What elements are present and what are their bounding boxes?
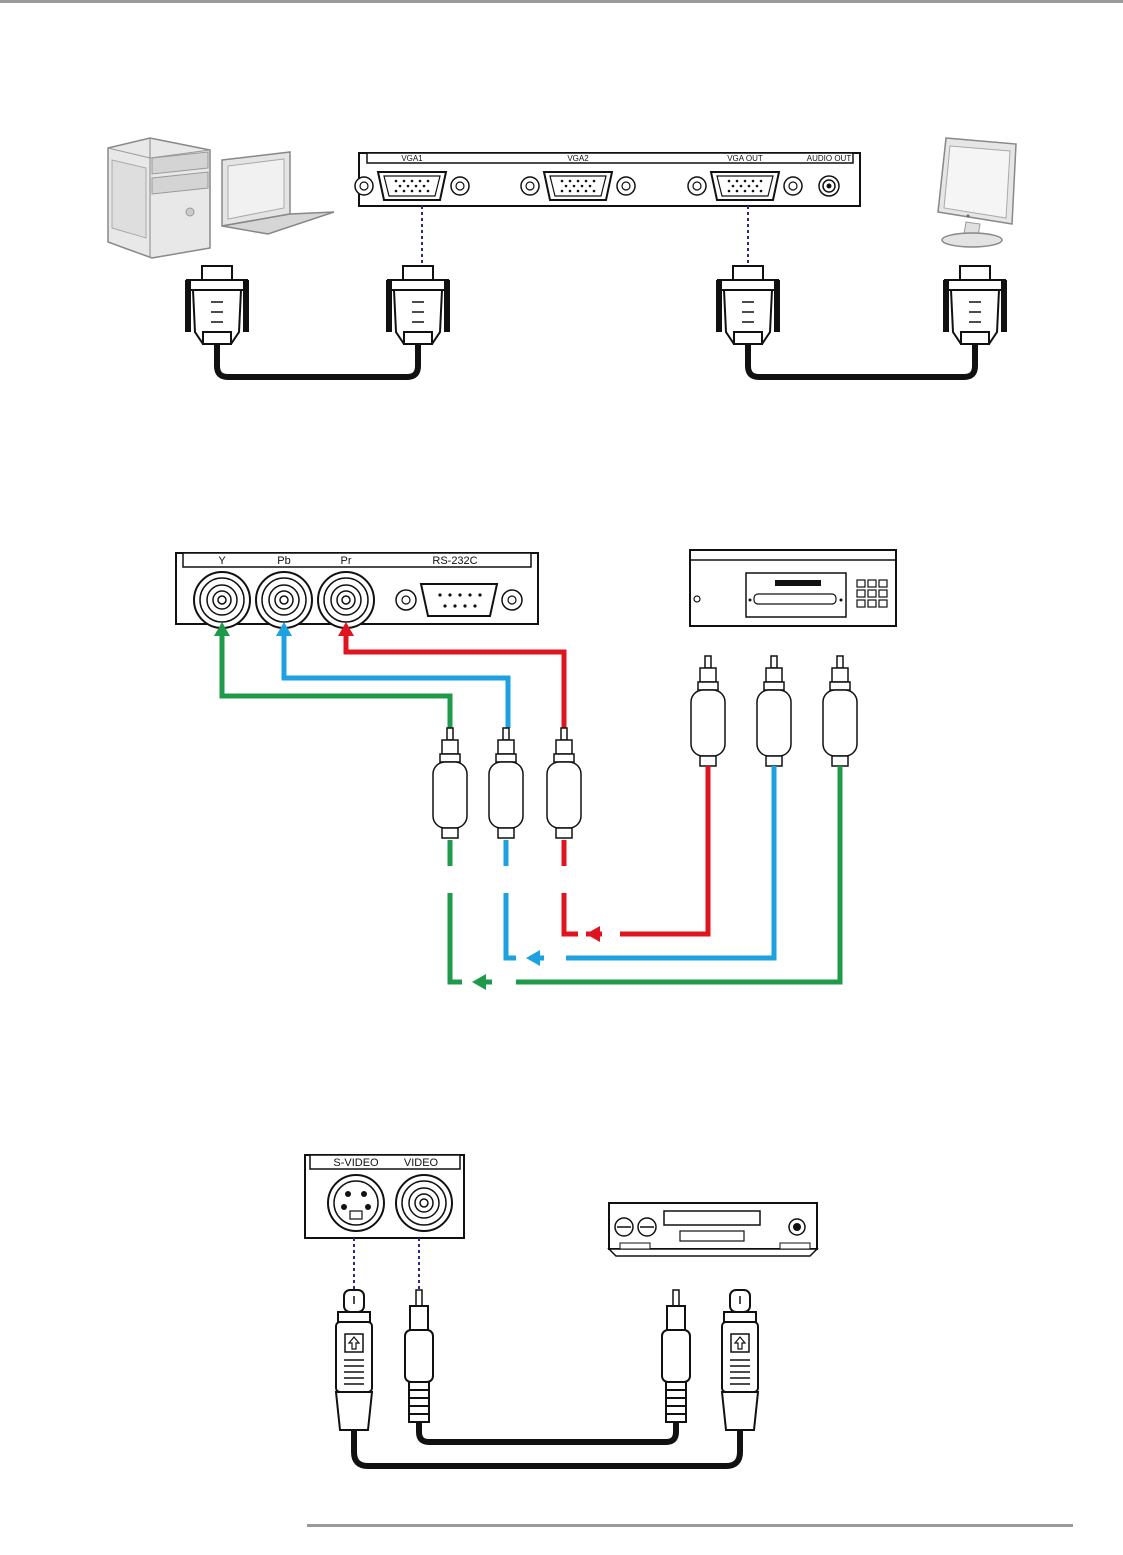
vga-connector-icon [185,266,249,344]
component-input-panel: Y Pb Pr RS-232C [176,553,538,628]
pb-cable-path [284,632,508,728]
desktop-pc-icon [108,138,210,258]
pb-return-end [506,893,516,958]
rca-plug-icon [433,728,467,838]
y-return-end [450,893,462,982]
arrow-icon [586,926,600,942]
vga-connector-icon [943,266,1007,344]
vga2-label: VGA2 [567,154,589,163]
video-input-panel: S-VIDEO VIDEO [305,1155,464,1238]
pr-label: Pr [341,555,352,567]
rca-plug-icon [823,656,857,766]
rca-plug-icon [757,656,791,766]
section-video: S-VIDEO VIDEO [305,1155,817,1466]
s-video-port [328,1175,384,1231]
arrow-icon [526,950,540,966]
s-video-plug-icon [722,1290,758,1430]
pb-label: Pb [277,555,290,567]
pb-jack [256,572,312,628]
s-video-label: S-VIDEO [333,1157,379,1169]
rca-plug-icon [547,728,581,838]
video-jack [396,1175,452,1231]
rca-plug-icon [489,728,523,838]
vga-connector-icon [386,266,450,344]
vga-out-label: VGA OUT [727,154,763,163]
y-label: Y [218,555,226,567]
rs232c-label: RS-232C [432,555,477,567]
footer-rule [307,1524,1073,1527]
pr-return-end [564,893,578,934]
section-vga: VGA1 VGA2 VGA OUT AUDIO OUT [108,138,1016,377]
laptop-icon [222,152,334,234]
s-video-plug-icon [336,1290,372,1430]
rca-plug-icon [405,1290,433,1422]
section-component: Y Pb Pr RS-232C [176,550,896,990]
vga-connector-icon [716,266,780,344]
vga-cable-out [748,344,975,377]
s-video-cable [354,1430,740,1466]
vga1-label: VGA1 [401,154,423,163]
arrow-icon [472,974,486,990]
y-jack [194,572,250,628]
pr-jack [318,572,374,628]
video-cable [419,1422,676,1442]
video-label: VIDEO [404,1157,439,1169]
audio-out-label: AUDIO OUT [807,154,852,163]
pr-return-cable [620,766,708,934]
top-rule [0,0,1123,3]
lcd-monitor-icon [938,138,1016,247]
vga-input-panel: VGA1 VGA2 VGA OUT AUDIO OUT [355,153,860,206]
vga-cable-in [217,344,418,377]
vcr-icon [609,1203,817,1256]
rca-plug-icon [691,656,725,766]
audio-out-port [819,176,839,196]
dvd-player-icon [690,550,896,626]
rca-plug-icon [662,1290,690,1422]
